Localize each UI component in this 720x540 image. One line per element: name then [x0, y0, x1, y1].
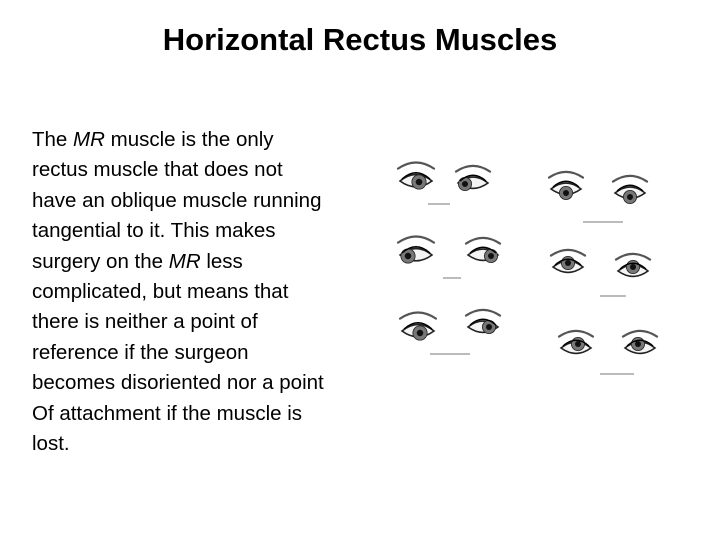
body-line: rectus muscle that does not: [32, 155, 372, 185]
eyelid-icon: [552, 180, 580, 188]
eyebrow-icon: [398, 311, 438, 320]
eyelid-icon: [619, 262, 647, 270]
eyebrow-icon: [621, 329, 659, 338]
pupil-icon: [415, 178, 423, 186]
body-text-run: surgery on the: [32, 249, 169, 273]
pupil-icon: [565, 260, 571, 266]
body-text-italic: MR: [73, 128, 105, 151]
eye-positions-diagram: [368, 155, 686, 390]
body-line: lost.: [32, 429, 372, 459]
body-line: Of attachment if the muscle is: [32, 399, 372, 429]
pupil-icon: [563, 190, 569, 196]
eyebrow-icon: [396, 235, 436, 244]
caption-mark-icon: [428, 203, 450, 205]
body-text-run: tangential to it. This makes: [32, 219, 276, 243]
eyelid-icon: [616, 184, 644, 192]
pupil-icon: [630, 264, 636, 270]
pupil-icon: [575, 341, 581, 347]
eyebrow-icon: [557, 329, 595, 338]
body-text-run: muscle is the only: [104, 128, 274, 151]
pupil-icon: [416, 329, 424, 337]
body-line: there is neither a point of: [32, 307, 372, 337]
eyebrow-icon: [547, 170, 585, 179]
pupil-icon: [462, 181, 468, 187]
body-text-run: lost.: [32, 431, 70, 455]
eyelid-icon: [401, 246, 431, 254]
body-text-run: complicated, but means that: [32, 279, 289, 303]
caption-mark-icon: [600, 295, 626, 297]
body-text-run: The: [32, 128, 74, 151]
eyelid-icon: [403, 322, 433, 330]
eyelid-icon: [554, 258, 582, 266]
body-text-run: Of attachment if the muscle is: [32, 401, 303, 425]
body-text-run: reference if the surgeon: [32, 340, 249, 364]
caption-mark-icon: [443, 277, 461, 279]
body-paragraph: The MR muscle is the only rectus muscle t…: [32, 125, 372, 459]
body-line: complicated, but means that: [32, 277, 372, 307]
eyebrow-icon: [464, 308, 502, 317]
caption-mark-icon: [600, 373, 634, 375]
body-text-run: becomes disoriented nor a point: [32, 371, 324, 395]
body-text-run: there is neither a point of: [32, 310, 258, 334]
eyelid-icon: [401, 172, 431, 180]
pupil-icon: [488, 253, 494, 259]
pupil-icon: [404, 252, 412, 260]
body-text-run: less: [200, 249, 243, 273]
caption-mark-icon: [430, 353, 470, 355]
eyelid-icon: [469, 246, 497, 254]
pupil-icon: [635, 341, 641, 347]
eyebrow-icon: [396, 161, 436, 170]
eyebrow-icon: [464, 236, 502, 245]
eyebrow-icon: [454, 164, 492, 173]
body-text-run: have an oblique muscle running: [32, 188, 322, 212]
pupil-icon: [486, 324, 492, 330]
eye-positions-diagram-icon: [396, 161, 659, 375]
body-line: tangential to it. This makes: [32, 216, 372, 246]
eyelid-icon: [469, 318, 497, 326]
eyebrow-icon: [611, 174, 649, 183]
body-line: becomes disoriented nor a point: [32, 368, 372, 398]
eyelid-icon: [562, 339, 590, 347]
eyebrow-icon: [549, 248, 587, 257]
body-line: have an oblique muscle running: [32, 186, 372, 216]
slide-title: Horizontal Rectus Muscles: [162, 22, 558, 57]
eyebrow-icon: [614, 252, 652, 261]
caption-mark-icon: [583, 221, 623, 223]
body-text-italic: MR: [168, 249, 201, 273]
eyelid-icon: [459, 174, 487, 182]
body-line: The MR muscle is the only: [32, 125, 372, 155]
eyelid-icon: [626, 339, 654, 347]
body-text-run: rectus muscle that does not: [32, 158, 283, 182]
pupil-icon: [627, 194, 633, 200]
body-line: surgery on the MR less: [32, 247, 372, 277]
body-line: reference if the surgeon: [32, 338, 372, 368]
